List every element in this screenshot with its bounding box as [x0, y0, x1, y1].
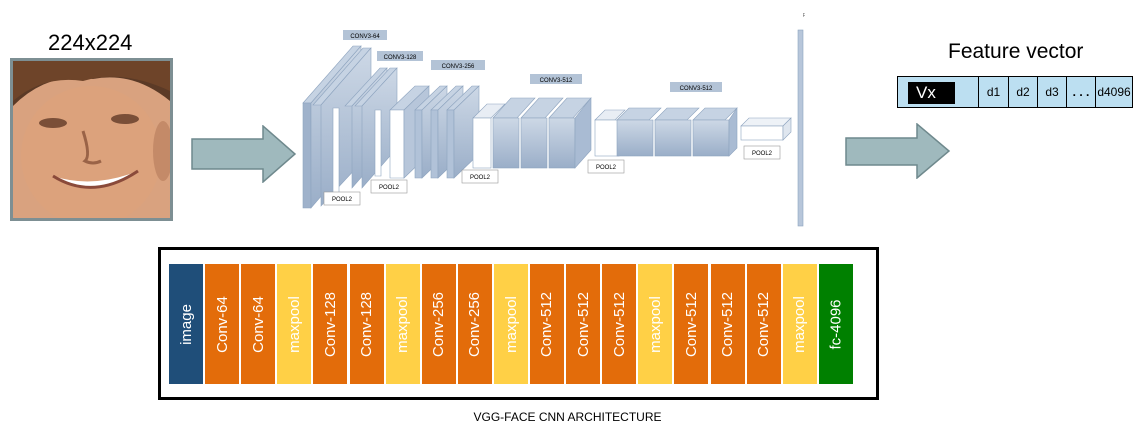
conv512b-tag — [670, 82, 722, 92]
conv-block-3 — [389, 85, 480, 179]
layer-label: Conv-256 — [430, 291, 448, 357]
layer-label: fc-4096 — [827, 298, 845, 350]
architecture-panel: image Conv-64 Conv-64 maxpool Conv-128 Conv-1… — [158, 247, 879, 400]
caption: VGG-FACE CNN ARCHITECTURE — [473, 410, 662, 424]
feature-cell: . . . — [1066, 77, 1095, 107]
layer-pool: maxpool — [277, 264, 312, 384]
feature-cell: d1 — [978, 77, 1008, 107]
layer-conv: Conv-256 — [421, 264, 456, 384]
pool1-label: POOL2 — [332, 197, 353, 203]
layer-label: maxpool — [791, 295, 809, 353]
conv-block-5 — [594, 107, 792, 157]
pool5-tag — [743, 145, 781, 160]
pool3-label: POOL2 — [470, 175, 491, 181]
layer-label: Conv-512 — [719, 291, 737, 357]
layer-conv: Conv-512 — [566, 264, 601, 384]
arrow-to-feature-icon — [845, 123, 951, 179]
layer-pool: maxpool — [782, 264, 817, 384]
conv-block-2 — [344, 67, 398, 189]
fc-label: FC — [803, 13, 805, 19]
layer-label: Conv-128 — [358, 291, 376, 357]
layer-conv: Conv-64 — [241, 264, 276, 384]
layer-label: Conv-512 — [574, 291, 592, 357]
layer-pool: maxpool — [638, 264, 673, 384]
feature-cell: d4096 — [1095, 77, 1132, 107]
conv64-label: CONV3-64 — [350, 34, 380, 40]
face-photo — [10, 58, 173, 221]
layer-label: Conv-512 — [610, 291, 628, 357]
layer-label: Conv-512 — [538, 291, 556, 357]
pool4-tag — [587, 159, 625, 174]
layer-label: Conv-256 — [466, 291, 484, 357]
layer-label: maxpool — [646, 295, 664, 353]
layer-label: maxpool — [394, 295, 412, 353]
layer-label: Conv-512 — [755, 291, 773, 357]
feature-vector-title: Feature vector — [948, 40, 1084, 63]
input-size-label: 224x224 — [48, 30, 133, 55]
fc-bars — [797, 29, 804, 227]
layer-label: maxpool — [285, 295, 303, 353]
layer-conv: Conv-128 — [349, 264, 384, 384]
layer-pool: maxpool — [385, 264, 420, 384]
pool4-label: POOL2 — [596, 165, 617, 171]
conv512a-label: CONV3-512 — [540, 78, 573, 84]
vx-label: Vx — [908, 82, 955, 104]
layer-label: maxpool — [502, 295, 520, 353]
pool2-tag — [370, 179, 408, 194]
conv512b-label: CONV3-512 — [680, 86, 713, 92]
conv256-tag — [431, 60, 485, 70]
layer-image: image — [169, 264, 203, 384]
conv-block-4 — [472, 97, 592, 169]
conv256-label: CONV3-256 — [442, 64, 475, 70]
layer-conv: Conv-512 — [710, 264, 745, 384]
layer-conv: Conv-64 — [205, 264, 240, 384]
layer-conv: Conv-512 — [746, 264, 781, 384]
conv128-label: CONV3-128 — [384, 55, 417, 61]
vgg-3d-diagram: CONV3-64 CONV3-128 CONV3-256 CONV3-512 C… — [302, 13, 805, 227]
layer-conv: Conv-512 — [674, 264, 709, 384]
layer-conv: Conv-512 — [530, 264, 564, 384]
layer-pool: maxpool — [493, 264, 528, 384]
conv64-tag — [343, 30, 387, 40]
pool3-tag — [461, 169, 499, 184]
conv512a-tag — [530, 74, 582, 84]
feature-vector-box: d1 d2 d3 . . . d4096 — [897, 76, 1133, 108]
pool5-label: POOL2 — [752, 151, 773, 157]
arrow-to-network-icon — [191, 125, 297, 183]
face-photo-graphic — [13, 61, 170, 218]
feature-cell: d2 — [1008, 77, 1037, 107]
layer-label: Conv-128 — [321, 291, 339, 357]
layer-label: Conv-64 — [249, 295, 267, 353]
layer-label: Conv-64 — [213, 295, 231, 353]
layer-conv: Conv-128 — [313, 264, 348, 384]
conv128-tag — [377, 51, 423, 61]
pool2-label: POOL2 — [379, 185, 400, 191]
feature-cell: d3 — [1037, 77, 1066, 107]
layer-fc: fc-4096 — [818, 264, 853, 384]
layer-conv: Conv-256 — [457, 264, 492, 384]
pool1-tag — [323, 191, 361, 206]
layer-label: image — [177, 303, 195, 345]
layer-label: Conv-512 — [682, 291, 700, 357]
layer-conv: Conv-512 — [602, 264, 637, 384]
